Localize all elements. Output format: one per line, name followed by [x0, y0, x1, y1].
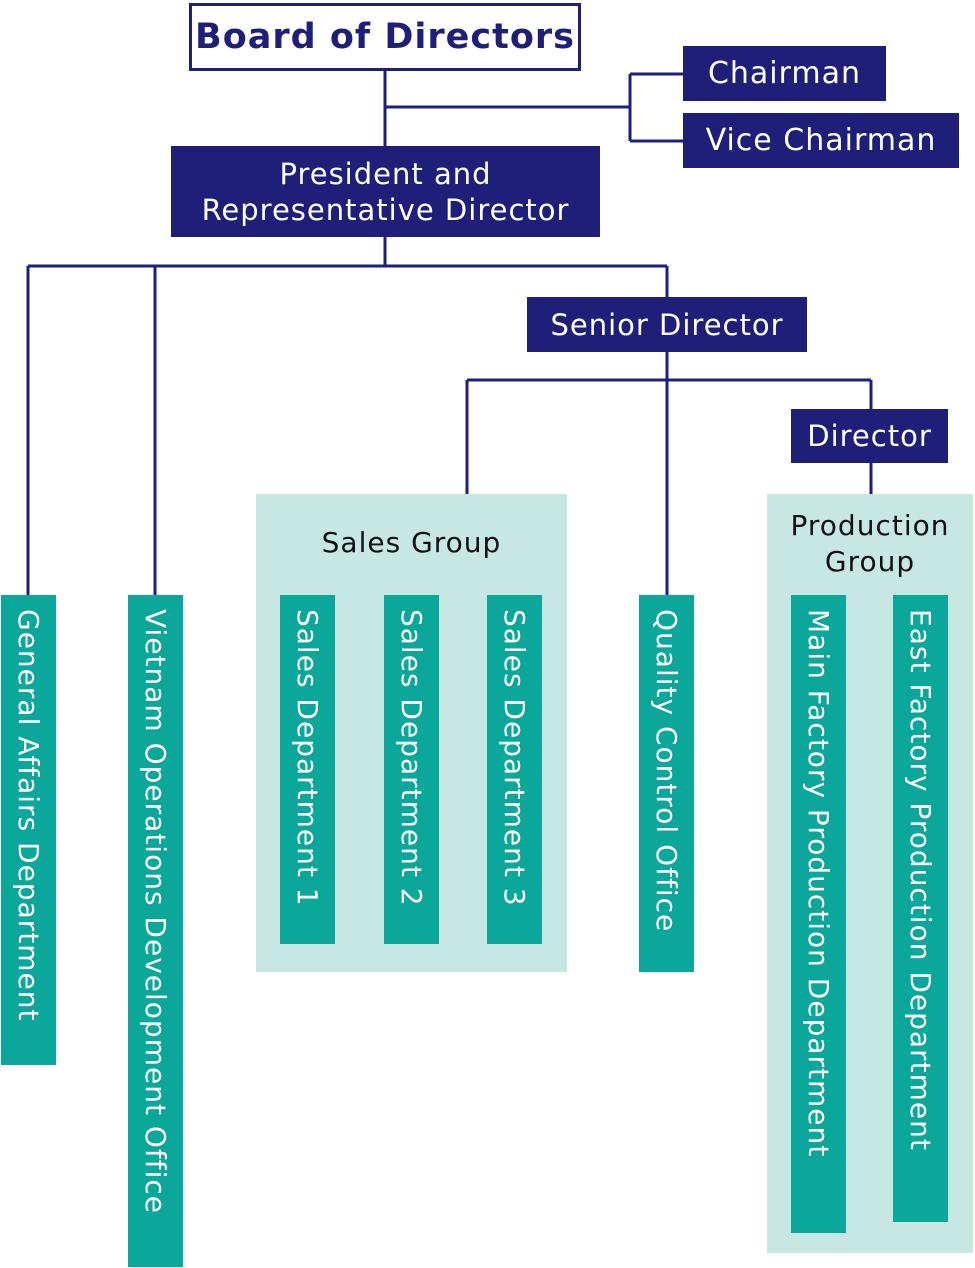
chairman-label: Chairman [707, 56, 862, 91]
dept-sales-1: Sales Department 1 [280, 595, 335, 944]
dept-general-affairs: General Affairs Department [1, 595, 56, 1065]
production-group-line2: Group [824, 545, 916, 578]
director-label: Director [807, 419, 932, 453]
director-box: Director [791, 409, 948, 463]
dept-sales-3: Sales Department 3 [487, 595, 542, 944]
dept-sales-2: Sales Department 2 [384, 595, 439, 944]
president-line2: Representative Director [201, 192, 570, 227]
sales-group-label: Sales Group [321, 526, 502, 559]
chairman-box: Chairman [683, 46, 886, 101]
dept-east-factory: East Factory Production Department [893, 595, 948, 1222]
dept-main-factory: Main Factory Production Department [791, 595, 846, 1233]
production-group-label: Production Group [767, 508, 973, 580]
vice-chairman-box: Vice Chairman [683, 113, 959, 168]
dept-sales-3-label: Sales Department 3 [498, 609, 531, 907]
president-box: President and Representative Director [171, 146, 600, 237]
dept-main-factory-label: Main Factory Production Department [802, 609, 835, 1158]
board-of-directors-box: Board of Directors [189, 3, 581, 71]
dept-sales-1-label: Sales Department 1 [291, 609, 324, 907]
dept-quality-control: Quality Control Office [639, 595, 694, 972]
production-group-line1: Production [790, 509, 950, 542]
dept-vietnam-operations-label: Vietnam Operations Development Office [139, 609, 172, 1214]
senior-director-label: Senior Director [550, 307, 784, 342]
dept-east-factory-label: East Factory Production Department [904, 609, 937, 1151]
dept-quality-control-label: Quality Control Office [650, 609, 683, 933]
dept-vietnam-operations: Vietnam Operations Development Office [128, 595, 183, 1267]
dept-sales-2-label: Sales Department 2 [395, 609, 428, 907]
board-label: Board of Directors [195, 17, 575, 57]
dept-general-affairs-label: General Affairs Department [12, 609, 45, 1022]
president-line1: President and [279, 156, 492, 191]
senior-director-box: Senior Director [527, 297, 807, 352]
vice-chairman-label: Vice Chairman [705, 123, 937, 158]
